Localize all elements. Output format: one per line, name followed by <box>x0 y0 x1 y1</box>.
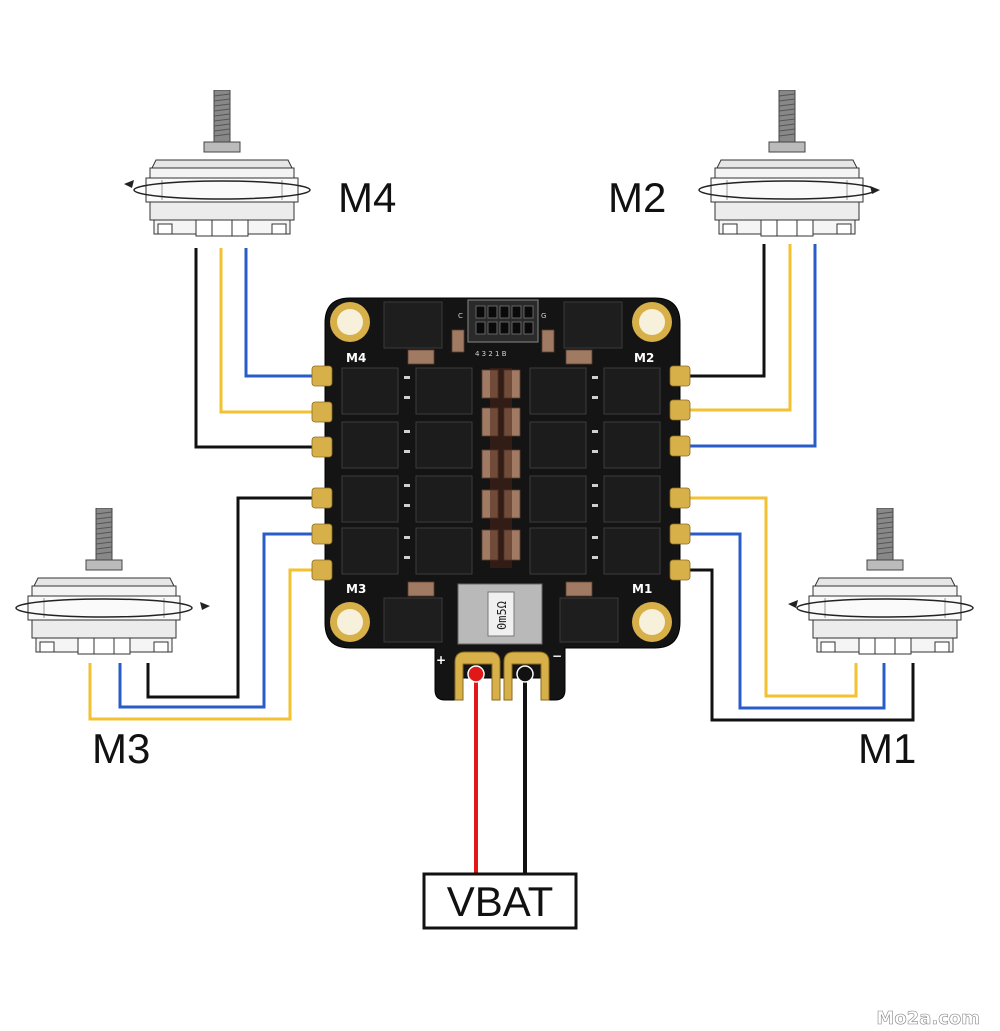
pcb-label-m1: M1 <box>632 582 652 596</box>
motor-m3 <box>15 508 210 655</box>
mount-hole-bottom-left <box>330 602 370 642</box>
wire-m4-blue <box>244 248 322 378</box>
motor-label-m3: M3 <box>92 725 150 772</box>
battery-positive-symbol: + <box>436 653 446 667</box>
mount-hole-top-right <box>632 302 672 342</box>
wire-m2-black <box>680 244 766 378</box>
signal-connector: 4 3 2 1 B C G <box>458 299 546 358</box>
motor-m1 <box>788 508 974 655</box>
vbat-label: VBAT <box>447 878 554 925</box>
mount-hole-top-left <box>330 302 370 342</box>
pcb-label-m2: M2 <box>634 351 654 365</box>
wire-m1-blue <box>682 532 886 710</box>
esc-board: 4 3 2 1 B C G <box>311 297 691 701</box>
rotation-arrow-icon <box>870 186 880 194</box>
battery-negative-symbol: − <box>552 649 562 663</box>
motor-label-m2: M2 <box>608 174 666 221</box>
current-shunt: 0m5Ω <box>457 583 543 645</box>
rotation-arrow-icon <box>124 180 134 188</box>
shunt-marking: 0m5Ω <box>495 601 509 630</box>
wire-m2-blue <box>680 244 817 448</box>
wire-m4-yellow <box>219 248 322 414</box>
motor-m2 <box>698 90 880 237</box>
wire-m3-black <box>146 496 320 699</box>
wire-m3-yellow <box>88 568 320 721</box>
rotation-arrow-icon <box>788 600 798 608</box>
motor-label-m1: M1 <box>858 725 916 772</box>
motor-label-m4: M4 <box>338 174 396 221</box>
wire-m4-black <box>194 248 322 449</box>
rotation-arrow-icon <box>200 602 210 610</box>
wire-m3-blue <box>118 532 320 709</box>
pcb-label-m4: M4 <box>346 351 366 365</box>
mount-hole-bottom-right <box>632 602 672 642</box>
wire-m2-yellow <box>680 244 792 412</box>
connector-mark-right: G <box>541 312 546 320</box>
wire-m1-black <box>682 568 915 722</box>
watermark: Mo2a.com <box>876 1008 980 1029</box>
vbat-box: VBAT <box>422 872 578 930</box>
motor-wires <box>88 244 915 874</box>
wire-m1-yellow <box>682 496 858 698</box>
motor-m4 <box>124 90 311 237</box>
connector-pin-labels: 4 3 2 1 B <box>475 350 507 358</box>
battery-pads: + − <box>436 649 562 701</box>
pcb-label-m3: M3 <box>346 582 366 596</box>
connector-mark-left: C <box>458 312 463 320</box>
